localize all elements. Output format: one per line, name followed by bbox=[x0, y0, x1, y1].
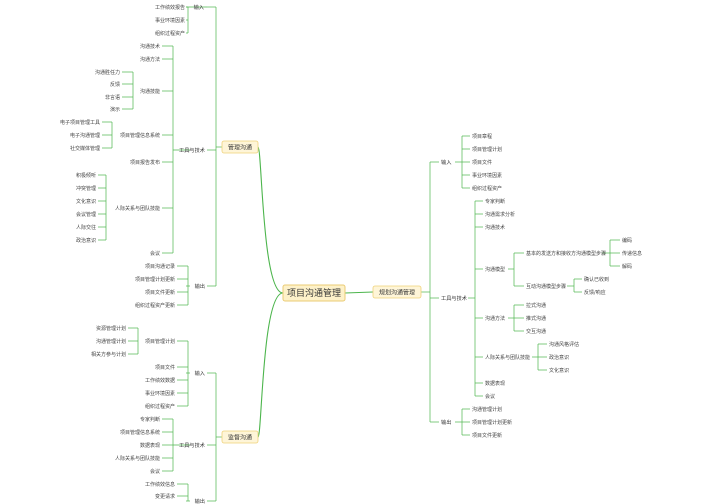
plan-tools-skills-label: 人际关系与团队技能 bbox=[485, 354, 530, 361]
plan-tools-label: 工具与技术 bbox=[441, 294, 467, 302]
manage-input-item: 工作绩效报告 bbox=[155, 4, 185, 11]
manage-input-item: 事业环境因素 bbox=[155, 17, 185, 24]
plan-tools-item: 沟通技术 bbox=[485, 224, 505, 231]
monitor-input-pmp-label: 项目管理计划 bbox=[145, 338, 175, 345]
monitor-input-item: 组织过程资产 bbox=[145, 403, 175, 410]
plan-input-item: 项目章程 bbox=[472, 133, 492, 140]
plan-basic-item: 编码 bbox=[622, 237, 632, 244]
plan-interactive-item: 确认已收到 bbox=[584, 276, 609, 283]
manage-pmis-item: 社交媒体管理 bbox=[70, 145, 100, 152]
manage-output-label: 输出 bbox=[195, 282, 205, 290]
monitor-output-item: 工作绩效信息 bbox=[145, 481, 175, 488]
connector-line bbox=[257, 292, 284, 438]
plan-input-label: 输入 bbox=[441, 158, 451, 166]
plan-basic-item: 传递信息 bbox=[622, 250, 642, 257]
plan-output-item: 项目管理计划更新 bbox=[472, 419, 512, 426]
monitor-pmp-item: 沟通管理计划 bbox=[96, 338, 126, 345]
monitor-output-label: 输出 bbox=[195, 497, 205, 504]
plan-basic-item: 解码 bbox=[622, 263, 632, 270]
monitor-tools-item: 项目管理信息系统 bbox=[120, 429, 160, 436]
manage-skills1-item: 沟通胜任力 bbox=[95, 69, 120, 76]
manage-pmis-item: 电子项目管理工具 bbox=[60, 119, 100, 126]
branch-monitor-label: 监督沟通 bbox=[228, 434, 252, 442]
manage-tools-label: 工具与技术 bbox=[179, 146, 205, 154]
plan-input-item: 项目文件 bbox=[472, 159, 492, 166]
manage-output-item: 项目沟通记录 bbox=[145, 263, 175, 270]
plan-skills-item: 沟通风格评估 bbox=[549, 341, 579, 348]
manage-tools-skills2-label: 人际关系与团队技能 bbox=[115, 205, 160, 212]
plan-input-item: 事业环境因素 bbox=[472, 172, 502, 179]
manage-skills2-item: 会议管理 bbox=[76, 211, 96, 218]
branch-manage-label: 管理沟通 bbox=[228, 144, 252, 152]
plan-tools-model-label: 沟通模型 bbox=[485, 266, 505, 273]
monitor-tools-item: 人际关系与团队技能 bbox=[115, 455, 160, 462]
connector-line bbox=[344, 291, 374, 294]
plan-method-item: 交互沟通 bbox=[526, 328, 546, 335]
manage-skills1-item: 演示 bbox=[110, 106, 120, 113]
manage-tools-item: 沟通方法 bbox=[140, 56, 160, 63]
manage-skills1-item: 反馈 bbox=[110, 81, 120, 88]
root-node-label: 项目沟通管理 bbox=[287, 287, 341, 299]
manage-output-item: 项目文件更新 bbox=[145, 289, 175, 296]
manage-skills2-item: 积极倾听 bbox=[76, 172, 96, 179]
manage-input-label: 输入 bbox=[194, 3, 204, 11]
root-node-box[interactable] bbox=[282, 284, 346, 302]
plan-output-label: 输出 bbox=[441, 418, 451, 426]
monitor-tools-item: 专家判断 bbox=[140, 416, 160, 423]
branch-manage-box[interactable] bbox=[221, 140, 259, 154]
monitor-input-item: 工作绩效数据 bbox=[145, 377, 175, 384]
manage-input-item: 组织过程资产 bbox=[155, 30, 185, 37]
plan-output-item: 项目文件更新 bbox=[472, 432, 502, 439]
monitor-pmp-item: 相关方参与计划 bbox=[91, 351, 126, 358]
monitor-tools-label: 工具与技术 bbox=[179, 441, 205, 449]
plan-model-basic-label: 基本的发送方和接收方沟通模型步骤 bbox=[526, 250, 606, 257]
plan-model-interactive-label: 互动沟通模型步骤 bbox=[526, 283, 566, 290]
connector-line bbox=[257, 146, 284, 294]
plan-interactive-item: 反馈/响应 bbox=[584, 289, 606, 296]
monitor-tools-item: 数据表现 bbox=[140, 442, 160, 449]
manage-skills1-item: 非言语 bbox=[105, 94, 120, 101]
manage-skills2-item: 人际交往 bbox=[76, 224, 96, 231]
branch-plan-label: 规划沟通管理 bbox=[379, 289, 415, 297]
manage-tools-skills1-label: 沟通技能 bbox=[140, 88, 160, 95]
mind-map-nodes: 项目沟通管理 管理沟通 输入 工作绩效报告 事业环境因素 组织过程资产 工具与技… bbox=[60, 3, 642, 504]
branch-plan-box[interactable] bbox=[372, 285, 422, 299]
plan-skills-item: 文化意识 bbox=[549, 367, 569, 374]
plan-tools-item: 会议 bbox=[485, 393, 495, 400]
plan-tools-item: 数据表现 bbox=[485, 380, 505, 387]
connector-lines bbox=[98, 6, 620, 502]
plan-skills-item: 政治意识 bbox=[549, 354, 569, 361]
manage-tools-tail: 会议 bbox=[150, 250, 160, 257]
plan-input-item: 组织过程资产 bbox=[472, 185, 502, 192]
plan-input-item: 项目管理计划 bbox=[472, 146, 502, 153]
branch-monitor-box[interactable] bbox=[221, 430, 259, 444]
monitor-input-item: 项目文件 bbox=[155, 364, 175, 371]
plan-tools-method-label: 沟通方法 bbox=[485, 315, 505, 322]
plan-method-item: 推式沟通 bbox=[526, 315, 546, 322]
manage-skills2-item: 政治意识 bbox=[76, 237, 96, 244]
manage-tools-pmis-label: 项目管理信息系统 bbox=[120, 132, 160, 139]
manage-output-item: 组织过程资产更新 bbox=[135, 302, 175, 309]
monitor-output-item: 变更请求 bbox=[155, 493, 175, 500]
plan-method-item: 拉式沟通 bbox=[526, 302, 546, 309]
monitor-input-item: 事业环境因素 bbox=[145, 390, 175, 397]
plan-output-item: 沟通管理计划 bbox=[472, 406, 502, 413]
manage-skills2-item: 冲突管理 bbox=[76, 185, 96, 192]
manage-tools-item: 沟通技术 bbox=[140, 43, 160, 50]
manage-skills2-item: 文化意识 bbox=[76, 198, 96, 205]
monitor-input-label: 输入 bbox=[195, 369, 205, 377]
manage-pmis-item: 电子沟通管理 bbox=[70, 132, 100, 139]
manage-tools-report: 项目报告发布 bbox=[130, 159, 160, 166]
plan-tools-item: 专家判断 bbox=[485, 198, 505, 205]
manage-output-item: 项目管理计划更新 bbox=[135, 276, 175, 283]
plan-tools-item: 沟通需求分析 bbox=[485, 211, 515, 218]
monitor-pmp-item: 资源管理计划 bbox=[96, 325, 126, 332]
monitor-tools-item: 会议 bbox=[150, 468, 160, 475]
